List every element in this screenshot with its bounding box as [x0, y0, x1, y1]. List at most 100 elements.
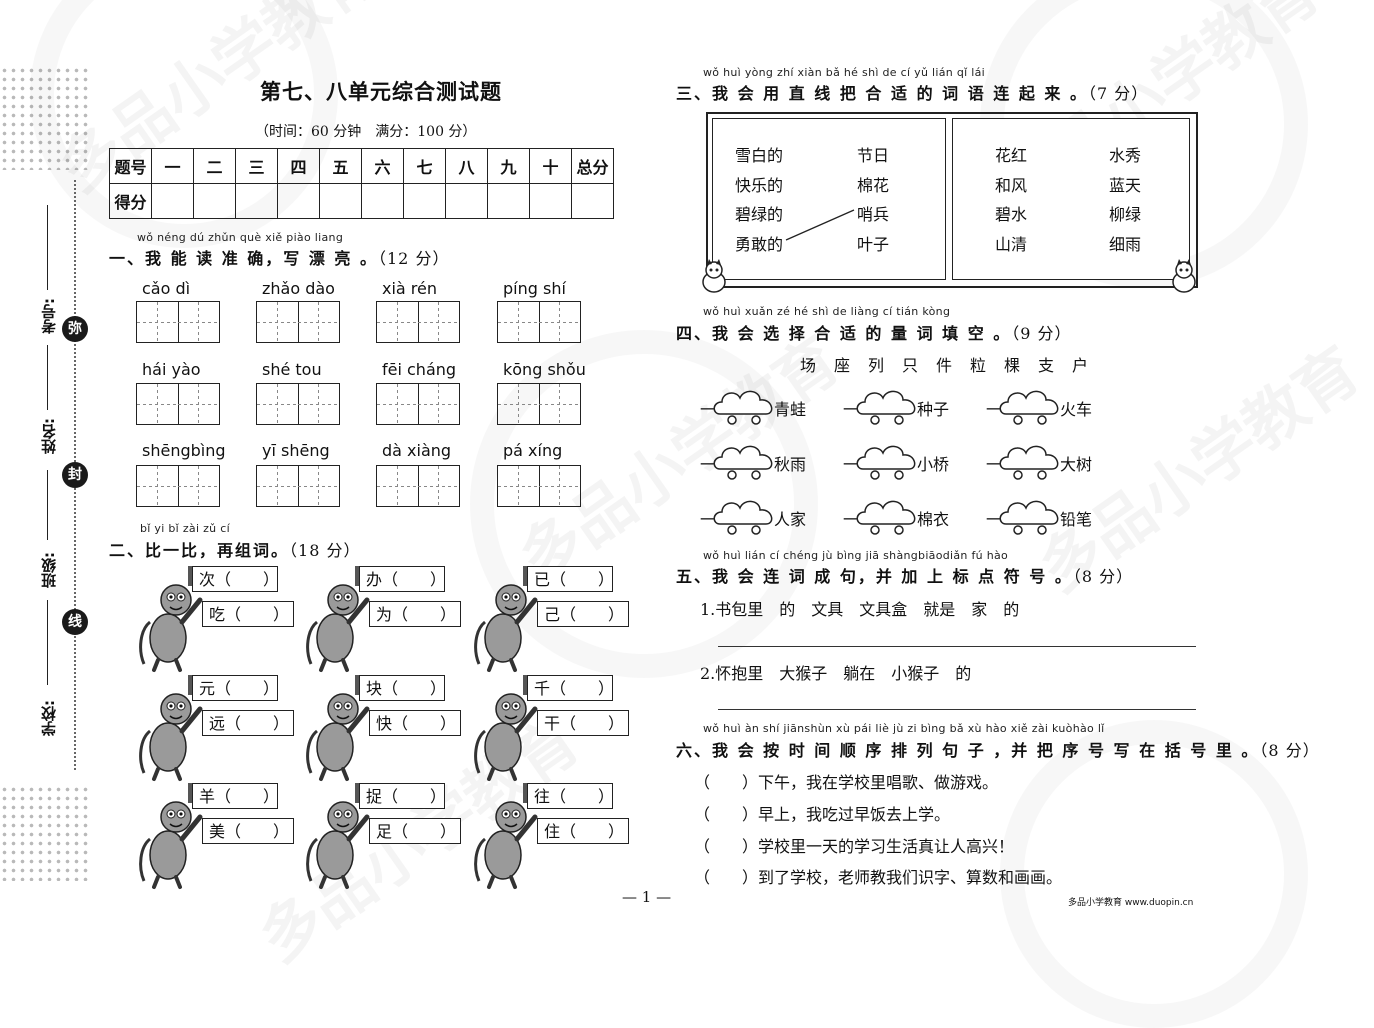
tian-zi-ge-box[interactable] [256, 465, 340, 507]
cloud-answer-box[interactable] [999, 443, 1064, 485]
compare-word-bottom[interactable]: 住（ ） [537, 818, 629, 844]
cloud-answer-box[interactable] [999, 498, 1064, 540]
cloud-answer-box[interactable] [713, 443, 778, 485]
match-word[interactable]: 水秀 [1109, 146, 1142, 165]
score-cell[interactable] [235, 183, 278, 219]
match-word[interactable]: 快乐的 [735, 175, 784, 195]
match-word[interactable]: 棉花 [857, 175, 890, 195]
tian-zi-ge-box[interactable] [376, 465, 460, 507]
tian-zi-ge-box[interactable] [376, 383, 460, 425]
score-table-score-row: 得分 [109, 183, 614, 219]
order-sentence[interactable]: （ ）下午，我在学校里唱歌、做游戏。 [694, 773, 999, 792]
compare-word-bottom[interactable]: 己（ ） [537, 601, 629, 627]
score-cell[interactable] [487, 183, 530, 219]
field-line-exam-number[interactable] [47, 205, 48, 290]
grid-cell [178, 384, 219, 424]
match-word[interactable]: 碧绿的 [735, 205, 784, 224]
match-word[interactable]: 碧水 [995, 205, 1028, 224]
compare-word-top[interactable]: 捉（ ） [359, 783, 446, 809]
table-cell: 八 [445, 148, 488, 184]
order-sentence[interactable]: （ ）到了学校，老师教我们识字、算数和画画。 [694, 868, 1063, 887]
match-word[interactable]: 雪白的 [735, 146, 784, 165]
compare-word-bottom[interactable]: 干（ ） [537, 710, 629, 736]
field-line-class[interactable] [47, 470, 48, 540]
compare-word-top[interactable]: 往（ ） [527, 783, 614, 809]
match-word[interactable]: 花红 [995, 146, 1028, 165]
section1-pinyin: wǒ néng dú zhǔn què xiě piào liang [137, 231, 344, 244]
cloud-answer-box[interactable] [856, 388, 921, 430]
word-pinyin: shé tou [262, 360, 322, 379]
compare-word-top[interactable]: 办（ ） [359, 566, 446, 592]
compare-word-bottom[interactable]: 足（ ） [369, 818, 461, 844]
compare-word-top[interactable]: 元（ ） [192, 675, 279, 701]
score-cell[interactable] [151, 183, 194, 219]
match-word[interactable]: 细雨 [1109, 234, 1142, 254]
compare-word-top[interactable]: 已（ ） [527, 566, 614, 592]
grid-cell [539, 466, 580, 506]
tian-zi-ge-box[interactable] [136, 465, 220, 507]
compare-word-bottom[interactable]: 快（ ） [369, 710, 461, 736]
order-sentence[interactable]: （ ）学校里一天的学习生活真让人高兴！ [694, 837, 1015, 856]
match-word[interactable]: 柳绿 [1109, 205, 1142, 224]
compare-word-bottom[interactable]: 为（ ） [369, 601, 461, 627]
score-table-header-row: 题号 一 二 三 四 五 六 七 八 九 十 总分 [109, 148, 614, 184]
cat-mascot-icon [1172, 259, 1196, 293]
cloud-answer-box[interactable] [713, 498, 778, 540]
word-pinyin: zhǎo dào [262, 279, 335, 298]
score-cell[interactable] [571, 183, 614, 219]
table-cell: 九 [487, 148, 530, 184]
compare-word-top[interactable]: 块（ ） [359, 675, 446, 701]
measure-noun: 青蛙 [774, 400, 807, 419]
footer-brand: 多品小学教育 www.duopin.cn [1068, 898, 1194, 908]
section5-pinyin: wǒ huì lián cí chéng jù bìng jiā shàngbi… [703, 549, 1009, 562]
match-word[interactable]: 和风 [995, 175, 1028, 195]
grid-cell [498, 384, 539, 424]
answer-line-2[interactable] [718, 709, 1196, 710]
monkey-holding-sign-icon [303, 669, 383, 785]
tian-zi-ge-box[interactable] [376, 301, 460, 343]
match-word[interactable]: 山清 [995, 234, 1028, 254]
tian-zi-ge-box[interactable] [136, 301, 220, 343]
tian-zi-ge-box[interactable] [256, 301, 340, 343]
score-cell[interactable] [361, 183, 404, 219]
measure-prefix: 一 [986, 400, 1003, 419]
order-sentence[interactable]: （ ）早上，我吃过早饭去上学。 [694, 805, 951, 824]
score-cell[interactable] [277, 183, 320, 219]
tian-zi-ge-box[interactable] [256, 383, 340, 425]
grid-cell [377, 384, 418, 424]
tian-zi-ge-box[interactable] [497, 383, 581, 425]
answer-line-1[interactable] [718, 646, 1196, 647]
cloud-answer-box[interactable] [999, 388, 1064, 430]
grid-cell [137, 302, 178, 342]
field-line-school[interactable] [47, 600, 48, 685]
match-panel-right [952, 118, 1190, 280]
match-word[interactable]: 哨兵 [857, 205, 890, 224]
score-cell[interactable] [445, 183, 488, 219]
compare-word-top[interactable]: 次（ ） [192, 566, 279, 592]
score-cell[interactable] [193, 183, 236, 219]
measure-prefix: 一 [700, 400, 717, 419]
field-line-name[interactable] [47, 345, 48, 410]
match-word[interactable]: 节日 [857, 146, 890, 165]
match-word[interactable]: 勇敢的 [735, 234, 784, 254]
score-cell[interactable] [319, 183, 362, 219]
tian-zi-ge-box[interactable] [136, 383, 220, 425]
tian-zi-ge-box[interactable] [497, 301, 581, 343]
compare-word-bottom[interactable]: 吃（ ） [202, 601, 294, 627]
score-cell[interactable] [403, 183, 446, 219]
compare-word-bottom[interactable]: 美（ ） [202, 818, 294, 844]
page-number: — 1 — [622, 888, 672, 906]
score-cell[interactable] [529, 183, 572, 219]
compare-word-top[interactable]: 千（ ） [527, 675, 614, 701]
compare-word-top[interactable]: 羊（ ） [192, 783, 279, 809]
cloud-answer-box[interactable] [713, 388, 778, 430]
match-word[interactable]: 叶子 [857, 234, 890, 254]
tian-zi-ge-box[interactable] [497, 465, 581, 507]
compare-word-bottom[interactable]: 远（ ） [202, 710, 294, 736]
cloud-answer-box[interactable] [856, 498, 921, 540]
measure-prefix: 一 [700, 510, 717, 529]
example-connect-line [785, 209, 855, 241]
table-cell: 题号 [109, 148, 152, 184]
cloud-answer-box[interactable] [856, 443, 921, 485]
match-word[interactable]: 蓝天 [1109, 175, 1142, 195]
